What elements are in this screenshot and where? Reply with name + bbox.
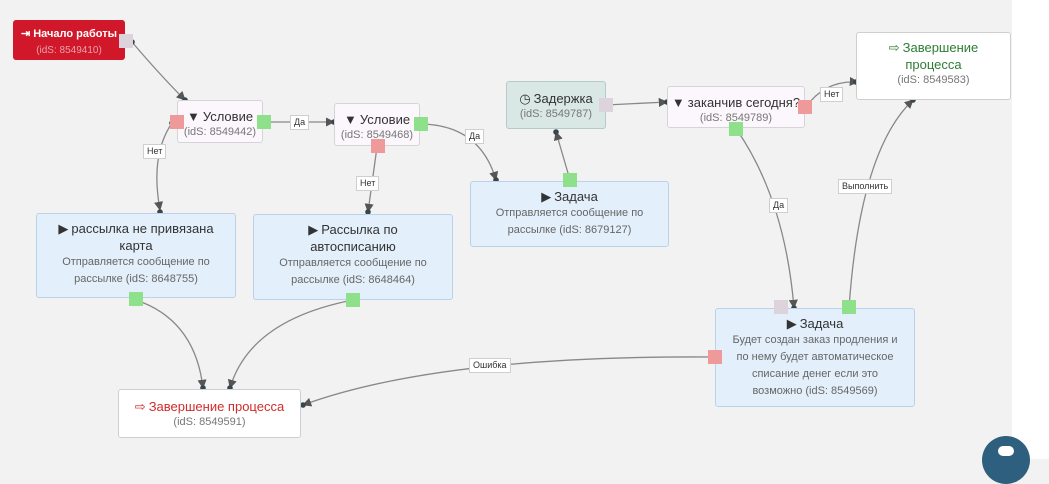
task-right-title: Задача: [799, 316, 844, 331]
delay-node[interactable]: ◷Задержка (idS: 8549787): [506, 81, 606, 129]
link-label-cond2-yes: Да: [465, 129, 485, 144]
filter-icon: ▼: [186, 109, 200, 124]
link-label-cond3-no: Нет: [820, 87, 844, 102]
chat-bubble-icon: [998, 446, 1014, 456]
play-icon: ▶: [541, 189, 552, 204]
condition-2-yes-port[interactable]: [414, 117, 428, 131]
end-node-bottom-id: (idS: 8549591): [173, 416, 246, 428]
start-node-id: (idS: 8549410): [36, 45, 102, 56]
mailing-2-output-port[interactable]: [346, 293, 360, 307]
task-middle-title: Задача: [554, 189, 598, 204]
condition-1-no-port[interactable]: [170, 115, 184, 129]
condition-3-yes-port[interactable]: [729, 122, 743, 136]
sign-out-icon: ⇨: [888, 40, 900, 55]
condition-node-1[interactable]: ▼Условие (idS: 8549442): [177, 100, 263, 143]
start-node-title: Начало работы: [33, 28, 117, 40]
condition-2-id: (idS: 8549468): [340, 129, 414, 141]
task-right-success-port[interactable]: [842, 300, 856, 314]
end-node-top-title: Завершение процесса: [902, 40, 979, 72]
mailing-2-description: Отправляется сообщение по рассылке (idS:…: [279, 257, 427, 286]
mailing-1-output-port[interactable]: [129, 292, 143, 306]
end-node-top[interactable]: ⇨Завершение процесса (idS: 8549583): [856, 32, 1011, 100]
link-label-cond1-no: Нет: [143, 144, 167, 159]
filter-icon: ▼: [343, 112, 357, 127]
clock-icon: ◷: [519, 91, 531, 106]
condition-1-title: Условие: [202, 109, 254, 124]
condition-1-id: (idS: 8549442): [183, 126, 257, 138]
task-node-right[interactable]: ▶Задача Будет создан заказ продления и п…: [715, 308, 915, 407]
task-right-error-port[interactable]: [708, 350, 722, 364]
link-label-cond2-no: Нет: [356, 176, 380, 191]
task-node-middle[interactable]: ▶Задача Отправляется сообщение по рассыл…: [470, 181, 669, 247]
start-node[interactable]: ⇥Начало работы (idS: 8549410): [13, 20, 125, 60]
condition-3-title: заканчив сегодня?: [687, 95, 801, 110]
task-middle-description: Отправляется сообщение по рассылке (idS:…: [495, 207, 644, 236]
delay-node-title: Задержка: [533, 91, 593, 106]
link-label-cond1-yes: Да: [290, 115, 310, 130]
condition-node-2[interactable]: ▼Условие (idS: 8549468): [334, 103, 420, 146]
link-label-cond3-yes: Да: [769, 198, 789, 213]
link-label-done: Выполнить: [838, 179, 893, 194]
start-output-port[interactable]: [119, 34, 133, 48]
delay-output-port[interactable]: [599, 98, 613, 112]
mailing-node-1[interactable]: ▶рассылка не привязана карта Отправляетс…: [36, 213, 236, 298]
condition-1-yes-port[interactable]: [257, 115, 271, 129]
filter-icon: ▼: [671, 95, 685, 110]
right-panel-edge: [1012, 0, 1049, 459]
mailing-2-title: Рассылка по автосписанию: [310, 222, 398, 254]
end-node-bottom-title: Завершение процесса: [148, 399, 285, 414]
play-icon: ▶: [58, 221, 69, 236]
condition-2-title: Условие: [359, 112, 411, 127]
end-node-top-id: (idS: 8549583): [897, 74, 970, 86]
condition-2-no-port[interactable]: [371, 139, 385, 153]
play-icon: ▶: [786, 316, 797, 331]
condition-3-id: (idS: 8549789): [699, 112, 773, 124]
link-label-error: Ошибка: [469, 358, 511, 373]
task-middle-output-port[interactable]: [563, 173, 577, 187]
end-node-bottom[interactable]: ⇨Завершение процесса (idS: 8549591): [118, 389, 301, 438]
play-icon: ▶: [308, 222, 319, 237]
mailing-1-title: рассылка не привязана карта: [71, 221, 214, 253]
condition-3-no-port[interactable]: [798, 100, 812, 114]
task-right-input-port[interactable]: [774, 300, 788, 314]
sign-out-icon: ⇨: [134, 399, 146, 414]
task-right-description: Будет создан заказ продления и по нему б…: [732, 334, 898, 397]
delay-node-id: (idS: 8549787): [519, 108, 593, 120]
mailing-1-description: Отправляется сообщение по рассылке (idS:…: [62, 256, 210, 285]
sign-in-icon: ⇥: [21, 28, 31, 40]
mailing-node-2[interactable]: ▶Рассылка по автосписанию Отправляется с…: [253, 214, 453, 300]
chat-widget-button[interactable]: [982, 436, 1030, 484]
